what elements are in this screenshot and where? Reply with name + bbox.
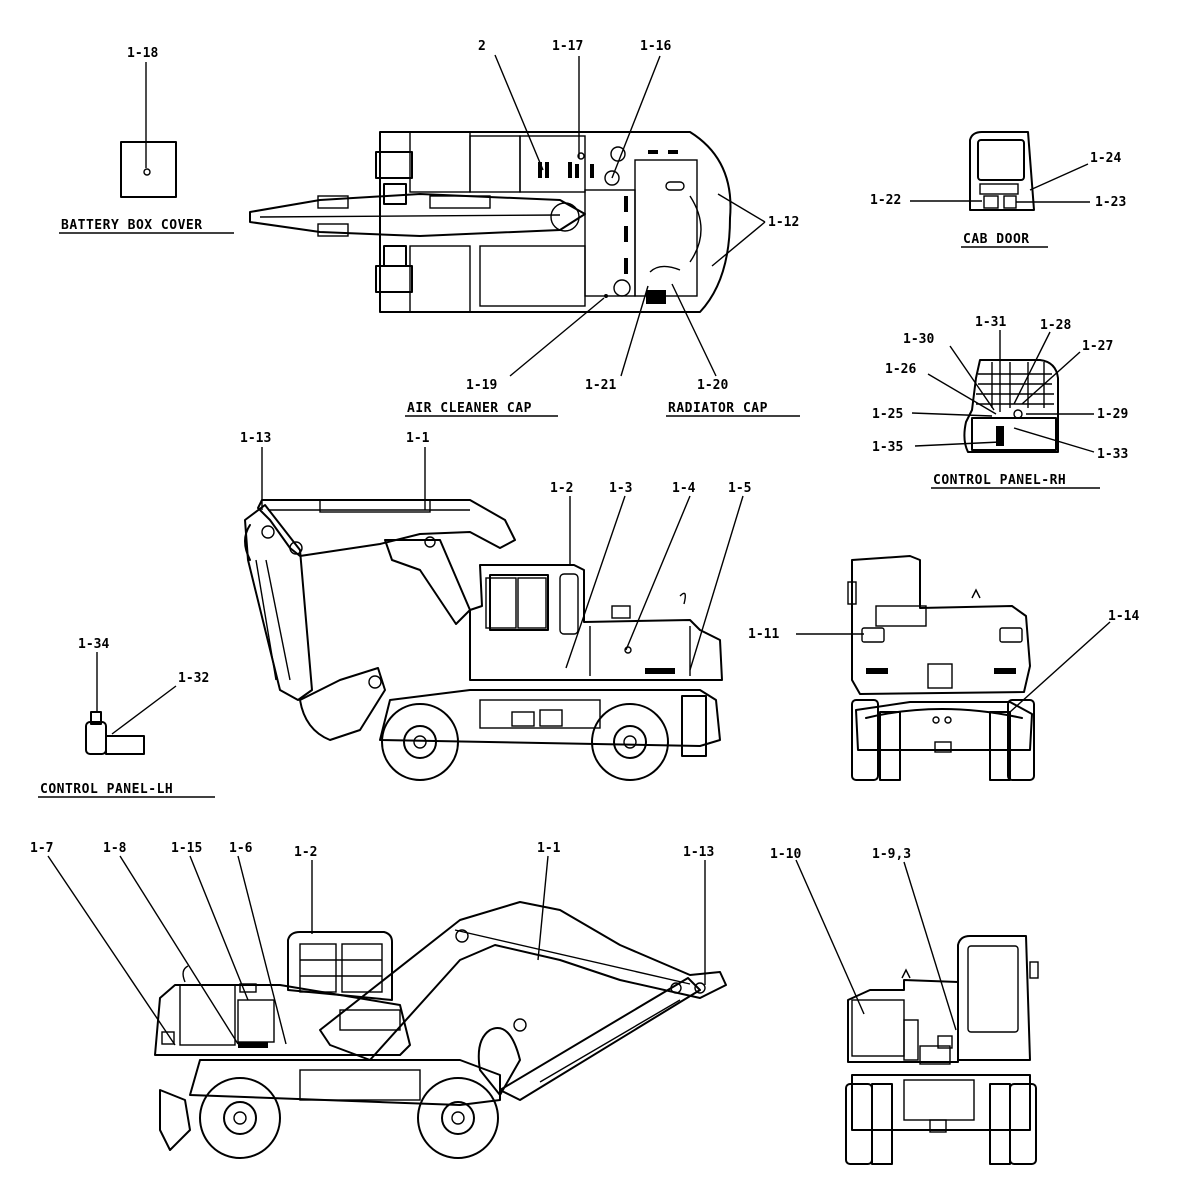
callout-1-4: 1-4 xyxy=(672,481,696,496)
callout-1-11: 1-11 xyxy=(748,627,779,642)
callout-1-15: 1-15 xyxy=(171,841,202,856)
callout-1-1: 1-1 xyxy=(406,431,430,446)
callout-1-25: 1-25 xyxy=(872,407,903,422)
callout-1-19: 1-19 xyxy=(466,378,497,393)
callout-1-27: 1-27 xyxy=(1082,339,1113,354)
callout-1-32: 1-32 xyxy=(178,671,209,686)
callout-1-14: 1-14 xyxy=(1108,609,1139,624)
callout-1-23: 1-23 xyxy=(1095,195,1126,210)
callout-1-1-lower: 1-1 xyxy=(537,841,561,856)
callout-1-18: 1-18 xyxy=(127,46,158,61)
callout-1-8: 1-8 xyxy=(103,841,127,856)
caption-air-cleaner-cap: AIR CLEANER CAP xyxy=(407,401,532,416)
callout-1-21: 1-21 xyxy=(585,378,616,393)
caption-battery-box-cover: BATTERY BOX COVER xyxy=(61,218,203,233)
control-panel-lh-view: 1-34 1-32 CONTROL PANEL-LH xyxy=(38,637,215,798)
caption-radiator-cap: RADIATOR CAP xyxy=(668,401,768,416)
machine-front-view: 1-10 1-9,3 xyxy=(770,847,1039,1165)
callout-1-33: 1-33 xyxy=(1097,447,1128,462)
callout-1-29: 1-29 xyxy=(1097,407,1128,422)
callout-1-17: 1-17 xyxy=(552,39,583,54)
machine-side-view-right: 1-13 1-1 1-2 1-3 1-4 1-5 xyxy=(240,431,751,781)
cab-door-view: 1-24 1-22 1-23 CAB DOOR xyxy=(870,131,1126,248)
callout-1-30: 1-30 xyxy=(903,332,934,347)
caption-control-panel-lh: CONTROL PANEL-LH xyxy=(40,782,173,797)
callout-1-12: 1-12 xyxy=(768,215,799,230)
callout-1-7: 1-7 xyxy=(30,841,53,856)
callout-1-26: 1-26 xyxy=(885,362,916,377)
callout-1-9-3: 1-9,3 xyxy=(872,847,911,862)
callout-1-2: 1-2 xyxy=(550,481,573,496)
callout-1-35: 1-35 xyxy=(872,440,903,455)
battery-box-cover-view: 1-18 BATTERY BOX COVER xyxy=(59,46,234,234)
callout-1-28: 1-28 xyxy=(1040,318,1071,333)
callout-1-10: 1-10 xyxy=(770,847,801,862)
callout-1-20: 1-20 xyxy=(697,378,728,393)
callout-1-3: 1-3 xyxy=(609,481,632,496)
callout-1-2-lower: 1-2 xyxy=(294,845,317,860)
caption-control-panel-rh: CONTROL PANEL-RH xyxy=(933,473,1066,488)
callout-1-34: 1-34 xyxy=(78,637,109,652)
machine-top-view: 2 1-17 1-16 1-12 1-19 1-21 1-20 AIR CLEA… xyxy=(249,39,800,417)
machine-side-view-left: 1-7 1-8 1-15 1-6 1-2 1-1 1-13 xyxy=(30,841,727,1159)
callout-1-31: 1-31 xyxy=(975,315,1006,330)
control-panel-rh-view: 1-31 1-30 1-28 1-27 1-26 1-25 1-29 1-35 … xyxy=(872,315,1128,489)
callout-1-24: 1-24 xyxy=(1090,151,1121,166)
callout-1-13-lower: 1-13 xyxy=(683,845,714,860)
callout-1-13: 1-13 xyxy=(240,431,271,446)
callout-2: 2 xyxy=(478,39,486,54)
callout-1-6: 1-6 xyxy=(229,841,253,856)
callout-1-5: 1-5 xyxy=(728,481,751,496)
callout-1-22: 1-22 xyxy=(870,193,901,208)
caption-cab-door: CAB DOOR xyxy=(963,232,1030,247)
machine-rear-view: 1-11 1-14 xyxy=(748,555,1139,781)
callout-1-16: 1-16 xyxy=(640,39,671,54)
